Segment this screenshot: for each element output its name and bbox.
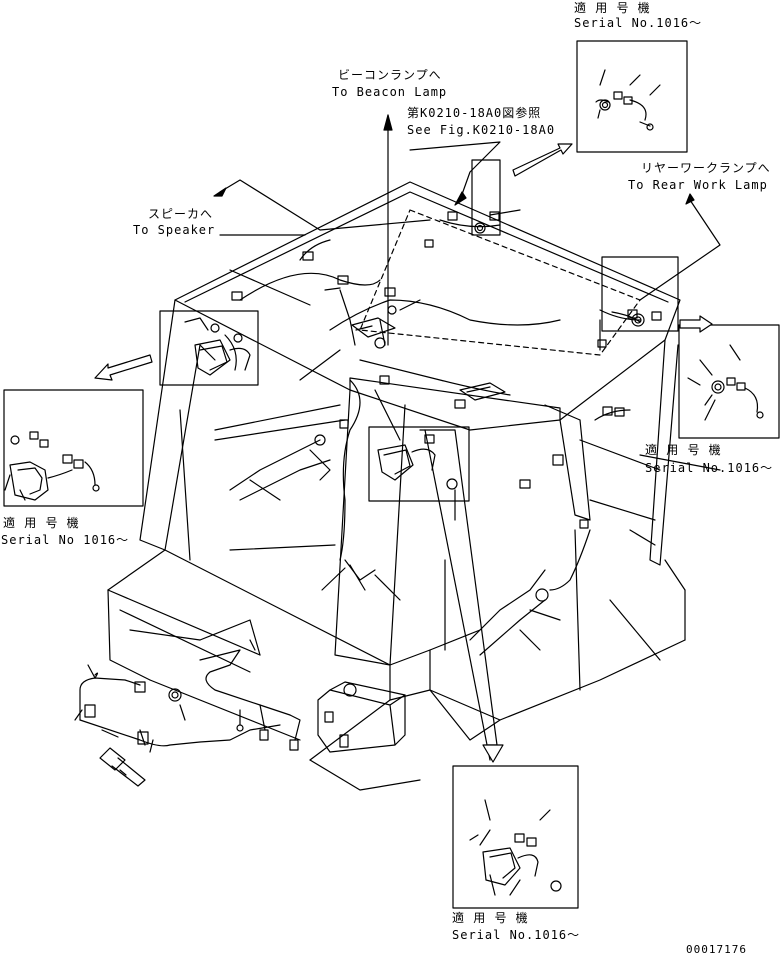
fig-ref-en: See Fig.K0210-18A0 <box>407 123 556 137</box>
rear-lamp-jp: リヤーワークランプへ <box>641 161 771 175</box>
beacon-base <box>351 305 397 349</box>
bolt <box>99 747 146 787</box>
beacon-lamp-jp: ビーコンランプへ <box>338 68 442 82</box>
serial-right-en: Serial No.1016～ <box>645 461 774 475</box>
rear-lamp-en: To Rear Work Lamp <box>628 178 768 192</box>
speaker-jp: スピーカへ <box>148 207 214 221</box>
connector-blocks <box>231 211 662 529</box>
dome-lamp <box>459 382 506 401</box>
wiper-assemblies <box>229 434 561 656</box>
inset-top-right <box>576 40 688 153</box>
serial-top-en: Serial No.1016～ <box>574 16 703 30</box>
beacon-lamp-en: To Beacon Lamp <box>332 85 448 99</box>
front-left-work-lamp <box>159 310 259 386</box>
inset-right <box>678 324 780 439</box>
wiring-harness <box>224 209 641 591</box>
serial-bottom-en: Serial No.1016～ <box>452 928 581 942</box>
fig-ref-jp: 第K0210-18A0図参照 <box>407 106 542 120</box>
serial-top-jp: 適 用 号 機 <box>574 1 651 15</box>
drawing-number: 00017176 <box>686 943 747 956</box>
serial-left-en: Serial No 1016～ <box>1 533 130 547</box>
inset-left <box>3 389 144 507</box>
serial-bottom-jp: 適 用 号 機 <box>452 911 529 925</box>
callout-arrows <box>94 143 713 381</box>
cab-frame <box>139 299 679 666</box>
front-right-work-lamp <box>368 426 470 502</box>
serial-right-jp: 適 用 号 機 <box>645 443 722 457</box>
leader-lines <box>74 114 721 776</box>
cab-roof <box>174 181 681 431</box>
speaker-en: To Speaker <box>133 223 216 237</box>
inset-bottom <box>452 765 579 909</box>
cab-lower-body <box>107 529 686 791</box>
serial-left-jp: 適 用 号 機 <box>3 516 80 530</box>
rear-lamp-bracket <box>601 256 679 332</box>
rear-lamp-harness-box <box>471 159 501 236</box>
battery-box <box>317 681 406 753</box>
